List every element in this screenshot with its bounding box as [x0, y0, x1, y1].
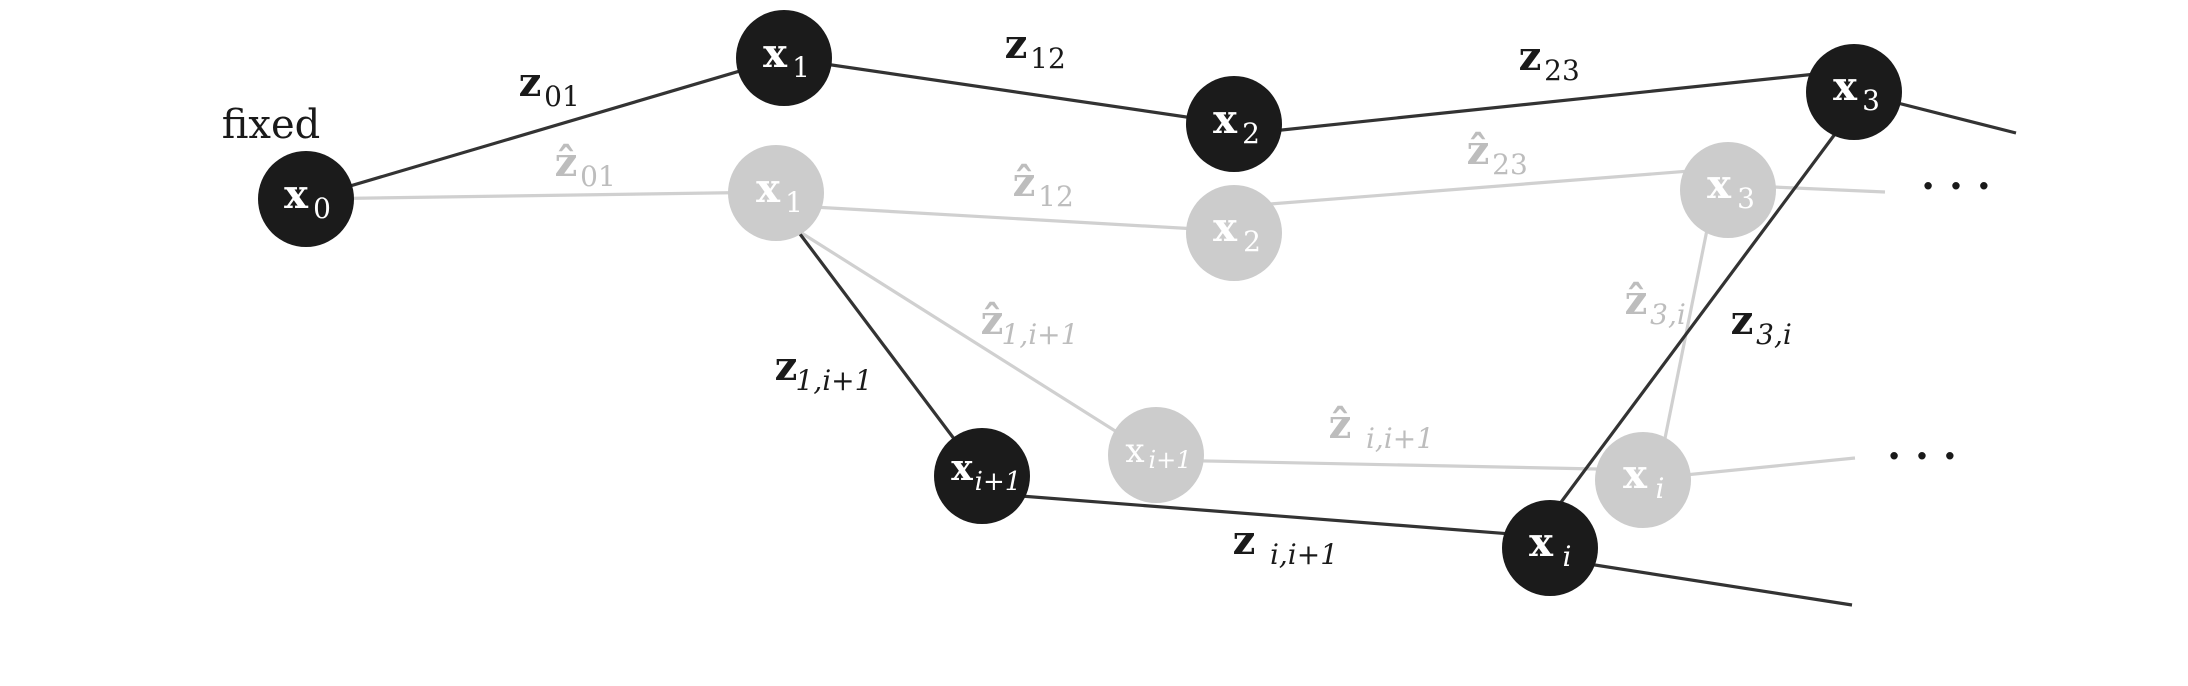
- ghost-node-x3-base: x: [1707, 161, 1732, 208]
- main-node-x0: x 0: [258, 151, 354, 247]
- label-zhat01-base: ẑ: [555, 139, 578, 186]
- ghost-node-x1: x 1: [728, 145, 824, 241]
- ghost-node-xi1-circle: [1108, 407, 1204, 503]
- ghost-node-x3: x 3: [1680, 142, 1776, 238]
- main-node-x1: x 1: [736, 10, 832, 106]
- main-node-x0-sub: 0: [313, 192, 331, 225]
- ghost-node-x2-base: x: [1213, 204, 1238, 251]
- label-z1i1-base: z: [775, 343, 798, 390]
- ghost-edge-23: [1231, 166, 1729, 209]
- main-node-x2-base: x: [1213, 96, 1238, 143]
- ghost-node-xi-base: x: [1623, 451, 1648, 498]
- ghost-edges: [305, 166, 1886, 481]
- ghost-edge-i-i1: [1157, 458, 1646, 472]
- ghost-node-xi: x i: [1595, 432, 1691, 528]
- main-edge-23: [1233, 68, 1855, 137]
- main-nodes: x 0 x 1 x 2 x 3 x i+1 x i: [258, 10, 1902, 596]
- label-z3i-sub: 3,i: [1756, 318, 1792, 351]
- main-edge-labels: z 01 z 12 z 23 z 1,i+1 z i,i+1 z 3,i: [519, 21, 1792, 571]
- main-node-x1-circle: [736, 10, 832, 106]
- main-edge-3-i: [1548, 129, 1840, 518]
- main-node-x3-sub: 3: [1862, 84, 1880, 117]
- ghost-node-xi1-base: x: [1125, 431, 1144, 471]
- ghost-edge-01: [305, 190, 779, 201]
- label-zii1-sub: i,i+1: [1270, 538, 1338, 571]
- label-z1i1-sub: 1,i+1: [796, 364, 873, 397]
- main-node-xi-sub: i: [1563, 540, 1572, 573]
- main-edge-12: [783, 56, 1235, 126]
- ghost-nodes: x 1 x 2 x 3 x i+1 x i: [728, 142, 1776, 528]
- main-node-x1-base: x: [763, 30, 788, 77]
- label-z01-base: z: [519, 59, 542, 106]
- ghost-edge-12: [777, 203, 1233, 233]
- label-zhat12-base: ẑ: [1013, 159, 1036, 206]
- main-node-xi-base: x: [1529, 519, 1554, 566]
- ghost-node-x2-circle: [1186, 185, 1282, 281]
- ghost-node-x3-circle: [1680, 142, 1776, 238]
- label-z23-base: z: [1519, 33, 1542, 80]
- main-node-x2-circle: [1186, 76, 1282, 172]
- main-node-x3: x 3: [1806, 44, 1902, 140]
- main-node-xi1-circle: [934, 428, 1030, 524]
- continuation-dots-upper: · · ·: [1921, 163, 1991, 210]
- label-z3i-base: z: [1731, 297, 1754, 344]
- ghost-node-xi-sub: i: [1656, 472, 1665, 505]
- ghost-node-xi1: x i+1: [1108, 407, 1204, 503]
- main-node-x0-circle: [258, 151, 354, 247]
- continuation-dots-lower: · · ·: [1887, 433, 1957, 480]
- main-node-x1-sub: 1: [792, 51, 810, 84]
- main-node-xi: x i: [1502, 500, 1598, 596]
- ghost-node-xi1-sub: i+1: [1148, 446, 1191, 474]
- label-zhat12-sub: 12: [1038, 180, 1074, 213]
- label-zhat23-base: ẑ: [1467, 127, 1490, 174]
- main-node-xi1-base: x: [951, 447, 973, 489]
- label-zhat3i-base: ẑ: [1625, 277, 1648, 324]
- label-z12-base: z: [1005, 21, 1028, 68]
- main-node-x2: x 2: [1186, 76, 1282, 172]
- main-edge-1-i1: [798, 233, 984, 477]
- label-z23-sub: 23: [1544, 54, 1580, 87]
- main-node-x2-sub: 2: [1242, 117, 1260, 150]
- fixed-label: fixed: [222, 102, 321, 148]
- label-z12-sub: 12: [1030, 42, 1066, 75]
- ghost-node-xi-circle: [1595, 432, 1691, 528]
- label-zhat01-sub: 01: [580, 160, 616, 193]
- label-zhat3i-sub: 3,i: [1650, 298, 1686, 331]
- main-node-x3-base: x: [1833, 63, 1858, 110]
- ghost-edge-labels: ẑ 01 ẑ 12 ẑ 23 ẑ 1,i+1 ẑ i,i+1 ẑ 3,i: [555, 127, 1686, 455]
- ghost-edge-3-i: [1655, 214, 1712, 479]
- label-zhat1i1-base: ẑ: [981, 297, 1004, 344]
- label-zhatii1-sub: i,i+1: [1366, 422, 1434, 455]
- main-node-x0-base: x: [284, 171, 309, 218]
- main-edge-i-tail: [1549, 556, 1853, 607]
- ghost-node-x1-circle: [728, 145, 824, 241]
- main-node-xi1: x i+1: [934, 428, 1030, 524]
- ghost-node-x1-sub: 1: [785, 186, 803, 219]
- label-zii1-base: z: [1233, 517, 1256, 564]
- main-edge-i-i1: [981, 491, 1551, 539]
- ghost-node-x2-sub: 2: [1243, 225, 1261, 258]
- main-node-xi-circle: [1502, 500, 1598, 596]
- ghost-edge-1-i1: [799, 230, 1159, 460]
- label-zhat1i1-sub: 1,i+1: [1002, 318, 1079, 351]
- label-zhat23-sub: 23: [1492, 148, 1528, 181]
- main-node-x3-circle: [1806, 44, 1902, 140]
- ghost-node-x1-base: x: [756, 165, 781, 212]
- label-zhatii1-base: ẑ: [1329, 401, 1352, 448]
- label-z01-sub: 01: [544, 80, 580, 113]
- main-node-xi1-sub: i+1: [975, 467, 1022, 497]
- main-edge-01: [305, 56, 785, 201]
- ghost-node-x2: x 2: [1186, 185, 1282, 281]
- ghost-node-x3-sub: 3: [1737, 182, 1755, 215]
